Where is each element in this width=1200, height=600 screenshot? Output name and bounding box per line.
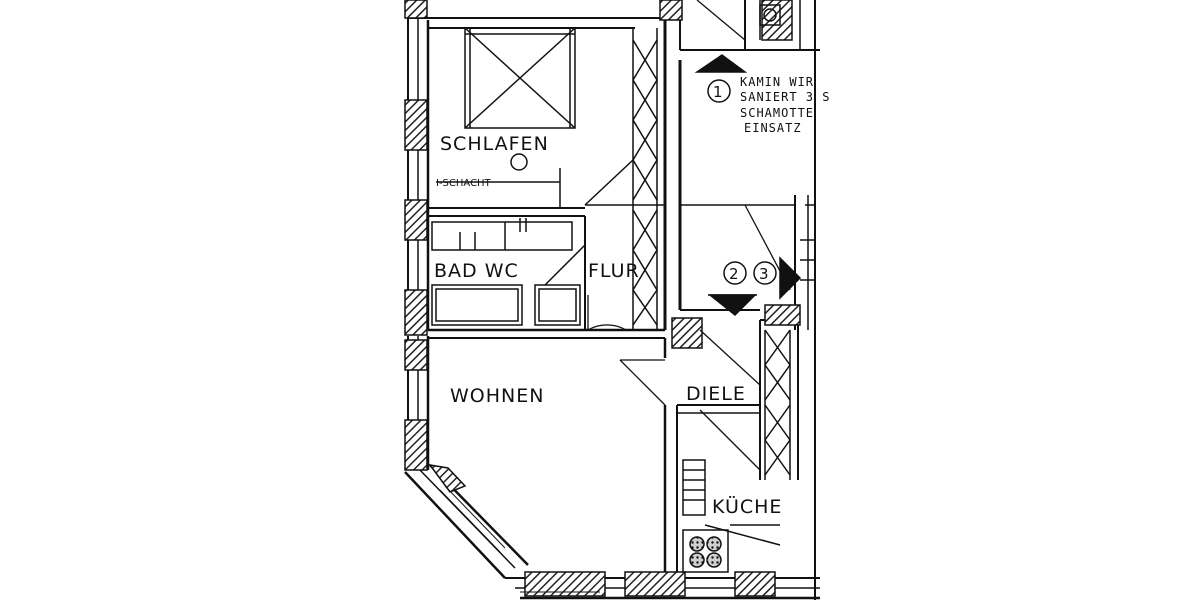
marker-3-label: 3 (759, 265, 769, 283)
bathroom-fixtures (431, 218, 586, 326)
shaft-label: I-SCHACHT (436, 178, 492, 189)
bay-window (439, 485, 600, 593)
shaft (436, 153, 561, 208)
door-swings (587, 0, 791, 471)
bed (464, 27, 576, 129)
room-label-kueche: KÜCHE (712, 495, 782, 518)
chimney-note-line-2: SANIERT 3 S (740, 90, 830, 104)
chimney-note-line-3: SCHAMOTTE (740, 106, 814, 120)
room-label-wohnen: WOHNEN (450, 385, 544, 407)
marker-1: 1 (707, 79, 731, 103)
stair-strip (584, 28, 658, 330)
room-label-flur: FLUR (588, 260, 640, 282)
kitchen-fixtures (682, 459, 781, 573)
chimney-note-line-4: EINSATZ (744, 121, 802, 135)
stair-strip-right (764, 329, 791, 480)
marker-2-label: 2 (729, 265, 739, 283)
chimney-detail (759, 0, 815, 281)
chimney-note-line-1: KAMIN WIR (740, 75, 814, 89)
marker-1-label: 1 (713, 83, 723, 101)
marker-2: 2 (723, 261, 747, 285)
section-arrows (694, 54, 802, 317)
room-label-diele: DIELE (686, 383, 746, 405)
marker-3: 3 (753, 261, 777, 285)
room-label-bad-wc: BAD WC (434, 260, 519, 282)
room-label-schlafen: SCHLAFEN (440, 133, 549, 155)
